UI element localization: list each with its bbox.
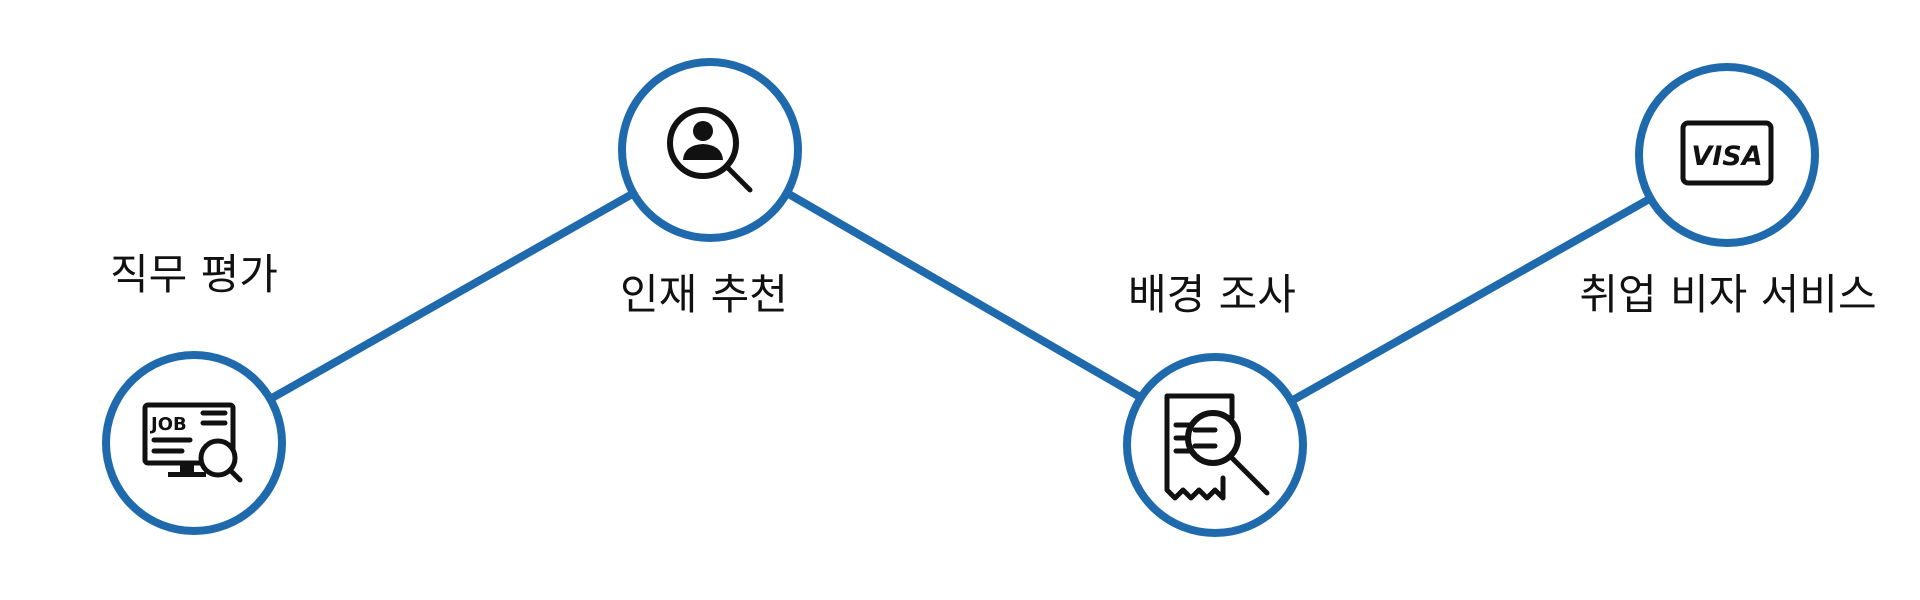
step-label-1: 직무 평가 bbox=[110, 250, 278, 299]
step-node-4: VISA 취업 비자 서비스 bbox=[1579, 63, 1877, 319]
person-search-icon bbox=[667, 107, 753, 193]
connector-2-3 bbox=[783, 189, 1144, 401]
step-label-3: 배경 조사 bbox=[1128, 270, 1296, 319]
connector-1-2 bbox=[268, 189, 638, 402]
document-search-icon bbox=[1164, 393, 1270, 501]
visa-icon-text: VISA bbox=[1691, 141, 1762, 172]
job-search-icon: JOB bbox=[142, 402, 243, 483]
connector-3-4 bbox=[1289, 193, 1657, 404]
visa-card-icon: VISA bbox=[1680, 120, 1774, 186]
step-node-2: 인재 추천 bbox=[618, 58, 802, 319]
step-node-3: 배경 조사 bbox=[1123, 270, 1307, 537]
step-label-2: 인재 추천 bbox=[620, 270, 788, 319]
step-node-1: JOB 직무 평가 bbox=[102, 250, 286, 535]
step-circle-4 bbox=[1635, 63, 1819, 247]
step-label-4: 취업 비자 서비스 bbox=[1579, 270, 1876, 319]
job-icon-text: JOB bbox=[149, 414, 187, 435]
step-circle-1 bbox=[102, 351, 286, 535]
